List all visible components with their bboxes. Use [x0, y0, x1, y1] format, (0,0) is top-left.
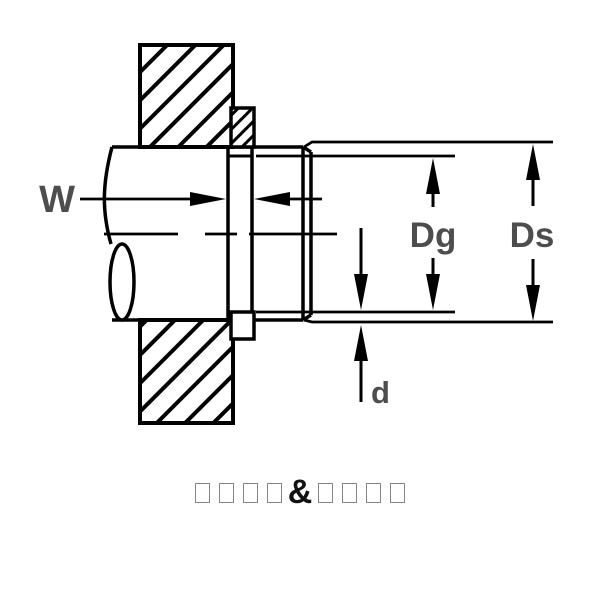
retaining-ring-lower-section [229, 310, 256, 341]
housing-upper-section [138, 43, 235, 149]
d-arrow-down [354, 274, 368, 310]
caption-right-boxes [313, 483, 409, 503]
ds-dimension: Ds [510, 144, 555, 321]
ds-arrow-up [526, 144, 540, 180]
w-dimension: W [39, 179, 322, 221]
housing-lower-section [138, 318, 235, 425]
d-arrow-up [354, 325, 368, 361]
shaft-break-line [102, 146, 114, 245]
w-arrow-right [254, 192, 290, 206]
missing-glyph-box [243, 483, 259, 503]
dg-arrow-down [426, 274, 440, 310]
shaft-end-ellipse [108, 242, 136, 322]
missing-glyph-box [341, 483, 357, 503]
d-label: d [371, 375, 390, 410]
extension-lines [256, 140, 553, 324]
caption-left-boxes [191, 483, 287, 503]
dg-arrow-up [426, 158, 440, 194]
caption-ampersand: & [287, 473, 313, 511]
missing-glyph-box [317, 483, 333, 503]
d-dimension: d [354, 228, 390, 410]
dg-dimension: Dg [410, 158, 457, 310]
missing-glyph-box [365, 483, 381, 503]
w-label: W [39, 179, 75, 221]
missing-glyph-box [267, 483, 283, 503]
caption: & [0, 472, 600, 514]
ds-arrow-down [526, 285, 540, 321]
ds-extension-bottom [303, 318, 553, 324]
retaining-ring-upper-section [229, 106, 256, 149]
ds-extension-top [303, 140, 553, 149]
w-arrow-left [190, 192, 226, 206]
shaft-chamfer-top [302, 145, 312, 154]
missing-glyph-box [195, 483, 211, 503]
missing-glyph-box [219, 483, 235, 503]
ds-label: Ds [510, 216, 555, 255]
shaft-groove-diagram: W Dg Ds d [39, 43, 555, 425]
missing-glyph-box [389, 483, 405, 503]
dg-label: Dg [410, 216, 457, 255]
